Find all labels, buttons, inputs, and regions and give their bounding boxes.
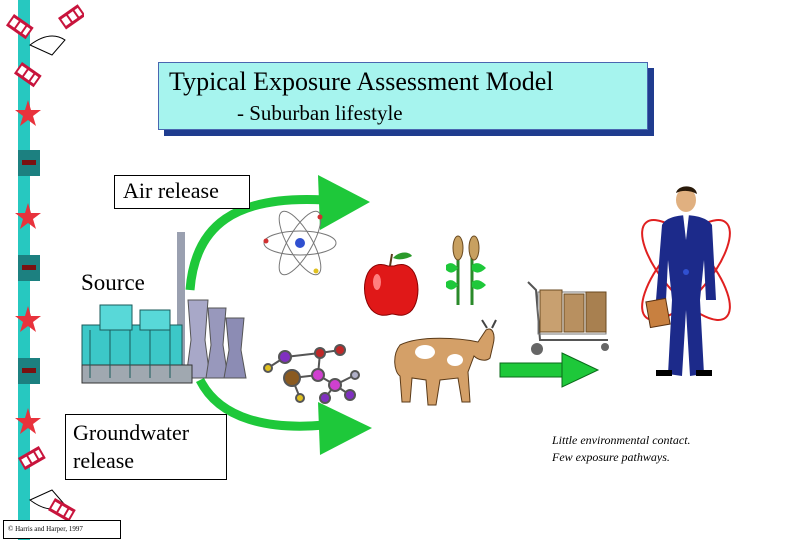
shopping-cart-icon bbox=[527, 281, 609, 355]
businessman-icon bbox=[641, 186, 731, 376]
consumption-arrow bbox=[499, 352, 600, 388]
film-icon bbox=[13, 62, 42, 88]
star-icon bbox=[15, 306, 41, 332]
star-icon bbox=[15, 408, 41, 434]
cow-icon bbox=[394, 319, 497, 406]
note-line1: Little environmental contact. bbox=[552, 433, 691, 447]
groundwater-release-label: Groundwater release bbox=[65, 414, 227, 480]
page-subtitle: - Suburban lifestyle bbox=[237, 101, 403, 125]
decorative-side-strip bbox=[5, 0, 84, 540]
film-icon bbox=[18, 446, 46, 471]
film-icon bbox=[58, 4, 84, 30]
apple-icon bbox=[364, 252, 419, 316]
groundwater-label-line1: Groundwater bbox=[73, 420, 190, 445]
film-icon bbox=[18, 150, 40, 176]
film-icon bbox=[5, 13, 34, 40]
note-line2: Few exposure pathways. bbox=[552, 450, 670, 464]
page-title: Typical Exposure Assessment Model bbox=[169, 67, 554, 96]
groundwater-label-line2: release bbox=[73, 448, 135, 473]
film-icon bbox=[18, 358, 40, 384]
film-icon bbox=[18, 255, 40, 281]
source-label: Source bbox=[81, 270, 145, 295]
exposure-note: Little environmental contact. Few exposu… bbox=[552, 432, 691, 466]
star-icon bbox=[15, 203, 41, 229]
groundwater-arrow bbox=[195, 377, 372, 455]
copyright-notice: © Harris and Harper, 1997 bbox=[3, 520, 121, 539]
factory-icon bbox=[81, 232, 247, 384]
air-release-arrow bbox=[185, 175, 370, 291]
title-box: Typical Exposure Assessment Model - Subu… bbox=[158, 62, 648, 130]
air-release-label: Air release bbox=[114, 175, 250, 209]
wheat-icon bbox=[446, 235, 486, 305]
atom-icon bbox=[263, 210, 337, 276]
film-icon bbox=[48, 498, 76, 523]
star-icon bbox=[15, 100, 41, 126]
molecule-icon bbox=[263, 344, 360, 404]
